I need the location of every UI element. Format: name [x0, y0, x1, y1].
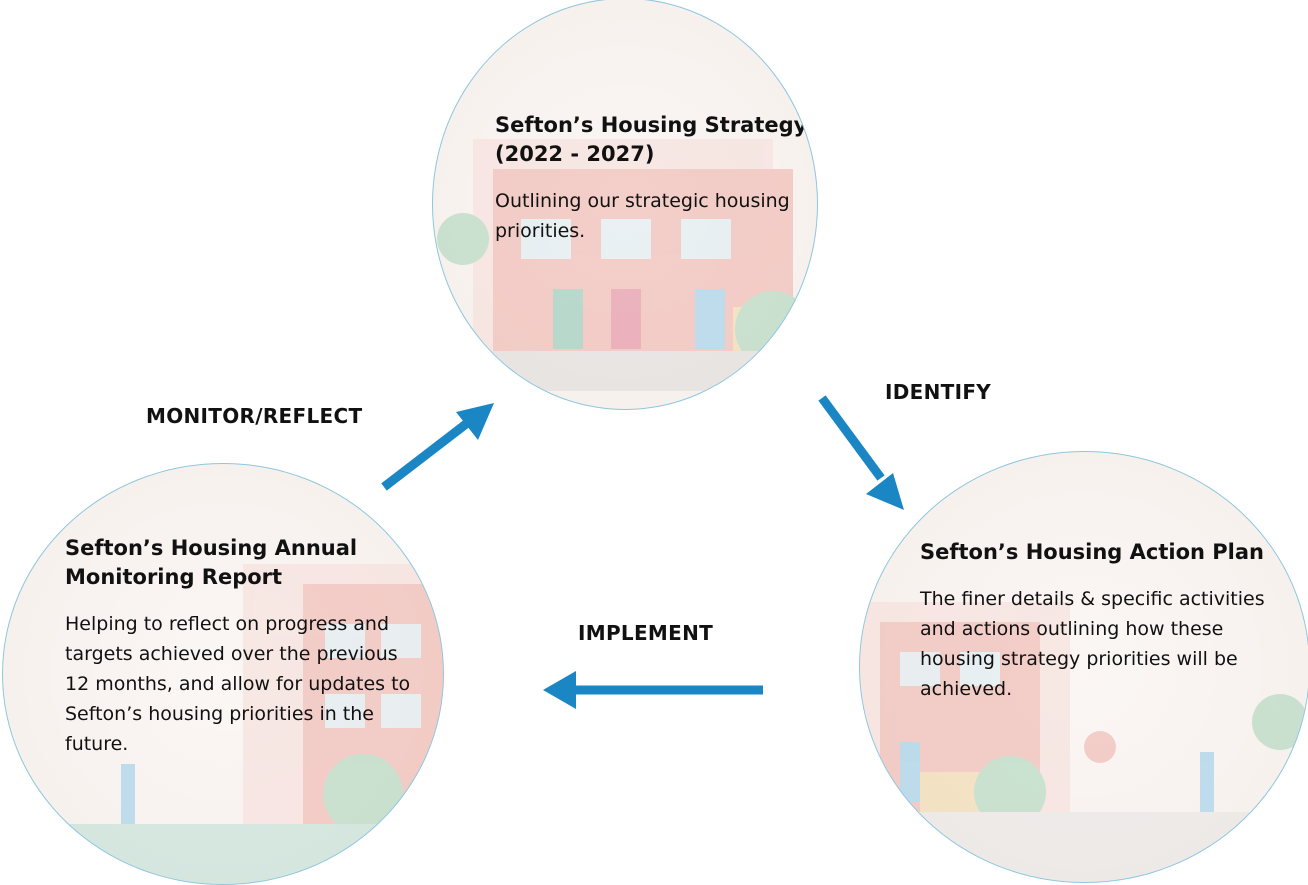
monitoring-node: Sefton’s Housing Annual Monitoring Repor… — [2, 463, 444, 885]
implement-label: IMPLEMENT — [578, 621, 714, 645]
monitor-reflect-label: MONITOR/REFLECT — [146, 404, 363, 428]
strategy-node: Sefton’s Housing Strategy (2022 - 2027) … — [432, 0, 818, 410]
action-plan-node: Sefton’s Housing Action Plan The finer d… — [859, 451, 1308, 883]
houses-illustration — [860, 602, 1308, 882]
identify-label: IDENTIFY — [885, 380, 992, 404]
monitoring-description: Helping to reflect on progress and targe… — [65, 613, 411, 755]
strategy-description: Outlining our strategic housing prioriti… — [495, 190, 790, 242]
monitoring-title: Sefton’s Housing Annual Monitoring Repor… — [65, 536, 358, 589]
houses-illustration — [3, 564, 443, 884]
action-plan-text: Sefton’s Housing Action Plan The finer d… — [920, 538, 1280, 704]
strategy-title: Sefton’s Housing Strategy (2022 - 2027) — [495, 113, 808, 166]
houses-illustration — [433, 139, 817, 391]
action-plan-title: Sefton’s Housing Action Plan — [920, 540, 1264, 564]
strategy-text: Sefton’s Housing Strategy (2022 - 2027) … — [495, 111, 815, 246]
monitoring-text: Sefton’s Housing Annual Monitoring Repor… — [65, 534, 425, 759]
action-plan-description: The finer details & specific activities … — [920, 588, 1265, 700]
implement-arrow-head — [543, 671, 576, 709]
